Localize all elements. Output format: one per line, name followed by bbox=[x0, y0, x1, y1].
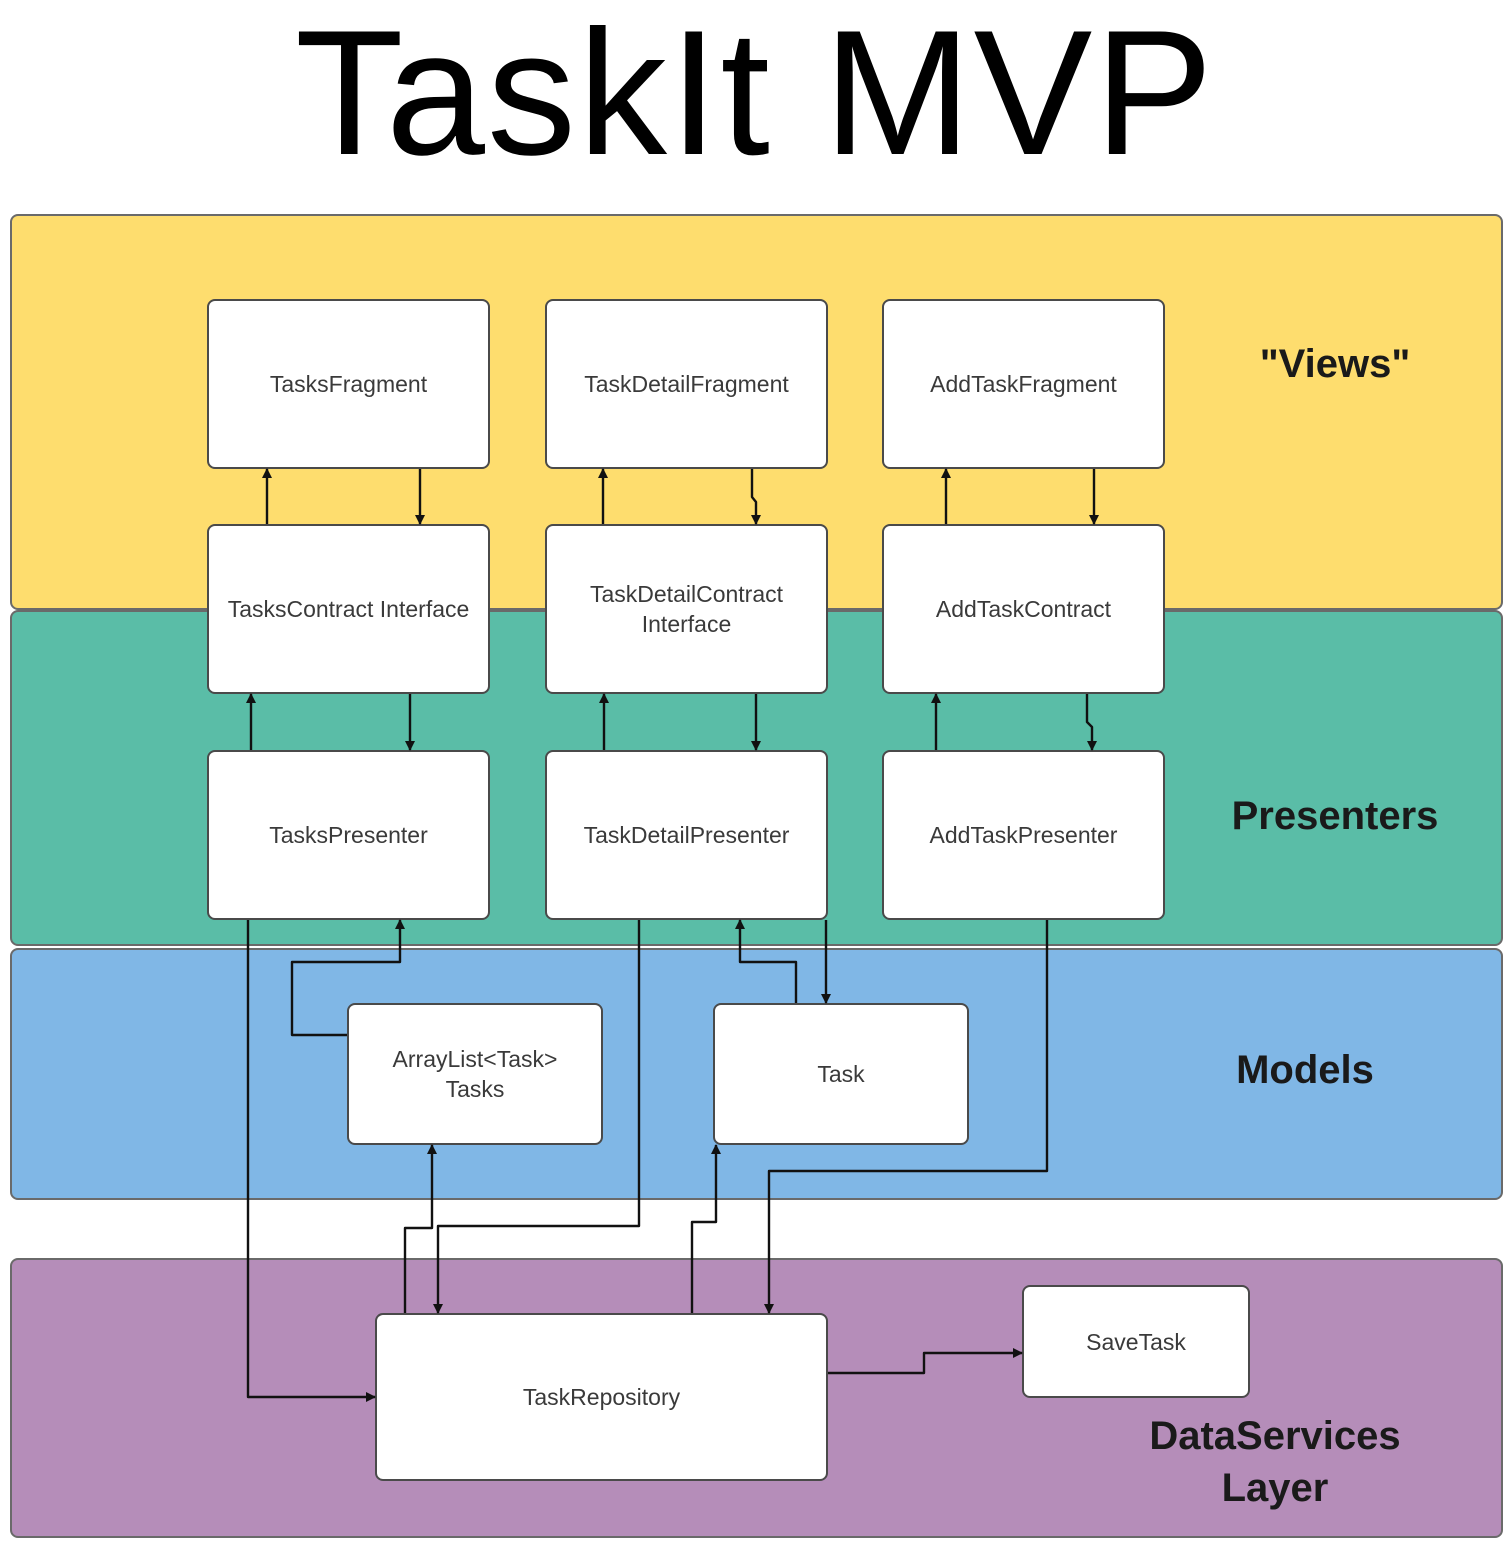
data-services-layer-label: DataServices Layer bbox=[1149, 1414, 1401, 1510]
add-task-presenter-node: AddTaskPresenter bbox=[882, 750, 1165, 920]
models-layer-label: Models bbox=[1236, 1048, 1374, 1092]
add-task-fragment-node: AddTaskFragment bbox=[882, 299, 1165, 469]
task-detail-contract-node: TaskDetailContract Interface bbox=[545, 524, 828, 694]
tasks-contract-node: TasksContract Interface bbox=[207, 524, 490, 694]
presenters-layer-label: Presenters bbox=[1231, 794, 1439, 838]
task-model-node: Task bbox=[713, 1003, 969, 1145]
diagram-title: TaskIt MVP bbox=[294, 0, 1216, 192]
tasks-fragment-node: TasksFragment bbox=[207, 299, 490, 469]
views-layer-label: "Views" bbox=[1259, 342, 1411, 386]
add-task-contract-node: AddTaskContract bbox=[882, 524, 1165, 694]
task-detail-fragment-node: TaskDetailFragment bbox=[545, 299, 828, 469]
tasks-presenter-node: TasksPresenter bbox=[207, 750, 490, 920]
task-detail-presenter-node: TaskDetailPresenter bbox=[545, 750, 828, 920]
arraylist-tasks-node: ArrayList<Task> Tasks bbox=[347, 1003, 603, 1145]
task-repository-node: TaskRepository bbox=[375, 1313, 828, 1481]
save-task-node: SaveTask bbox=[1022, 1285, 1250, 1398]
